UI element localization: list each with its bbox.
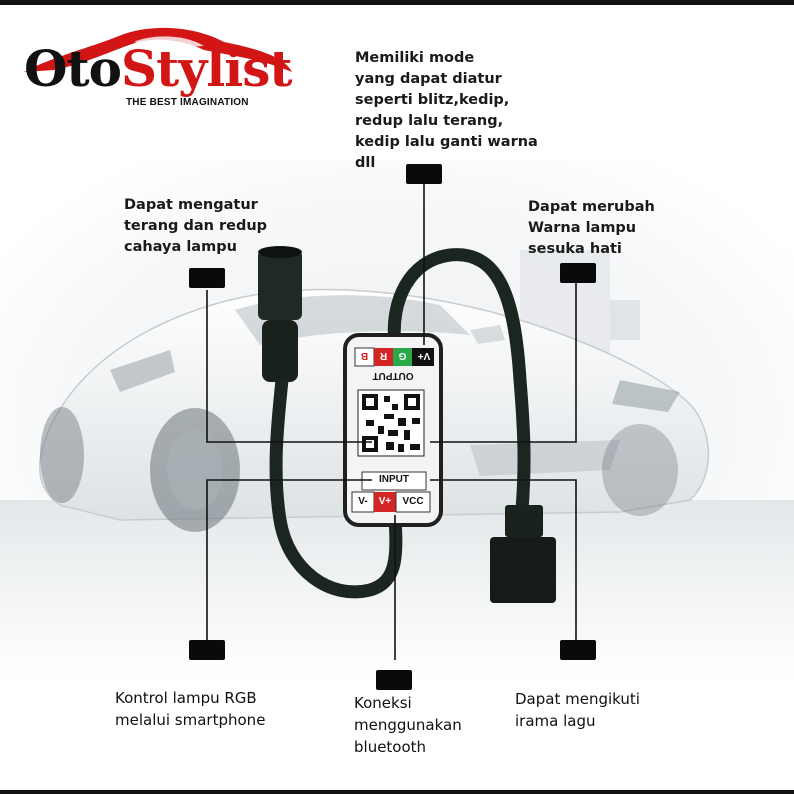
output-pin-r: R xyxy=(379,350,388,361)
bottom-frame-border xyxy=(0,790,794,794)
callout-marker-color xyxy=(560,263,596,283)
callout-brightness-text: Dapat mengatur terang dan redup cahaya l… xyxy=(124,197,268,255)
brand-logo: OtoStylist THE BEST IMAGINATION xyxy=(14,20,304,120)
brand-name-part1: Oto xyxy=(24,39,122,98)
car-silhouette-logo-icon xyxy=(24,27,292,72)
callout-marker-music xyxy=(560,640,596,660)
input-pin-vminus: V- xyxy=(358,496,368,507)
callout-marker-mode xyxy=(406,164,442,184)
output-pin-b: B xyxy=(360,350,369,361)
input-pins xyxy=(351,491,431,513)
callout-marker-control xyxy=(189,640,225,660)
output-pin-vplus: V+ xyxy=(417,350,431,361)
output-pin-g: G xyxy=(398,350,407,361)
top-frame-border xyxy=(0,0,794,5)
callout-marker-bluetooth xyxy=(376,670,412,690)
input-pin-vcc: VCC xyxy=(402,496,424,507)
callout-mode-text: Memiliki mode yang dapat diatur seperti … xyxy=(355,50,538,171)
output-pins xyxy=(354,347,434,367)
brand-name-part2: Stylist xyxy=(121,39,292,98)
callout-marker-brightness xyxy=(189,268,225,288)
brand-tagline: THE BEST IMAGINATION xyxy=(126,97,249,108)
callout-control-text: Kontrol lampu RGB melalui smartphone xyxy=(115,689,266,729)
callout-music-text: Dapat mengikuti irama lagu xyxy=(515,690,640,730)
input-label: INPUT xyxy=(379,474,409,485)
callout-bluetooth-text: Koneksi menggunakan bluetooth xyxy=(354,694,462,756)
callout-color-text: Dapat merubah Warna lampu sesuka hati xyxy=(528,199,655,257)
output-label: OUTPUT xyxy=(372,370,414,381)
input-pin-vplus: V+ xyxy=(378,496,392,507)
